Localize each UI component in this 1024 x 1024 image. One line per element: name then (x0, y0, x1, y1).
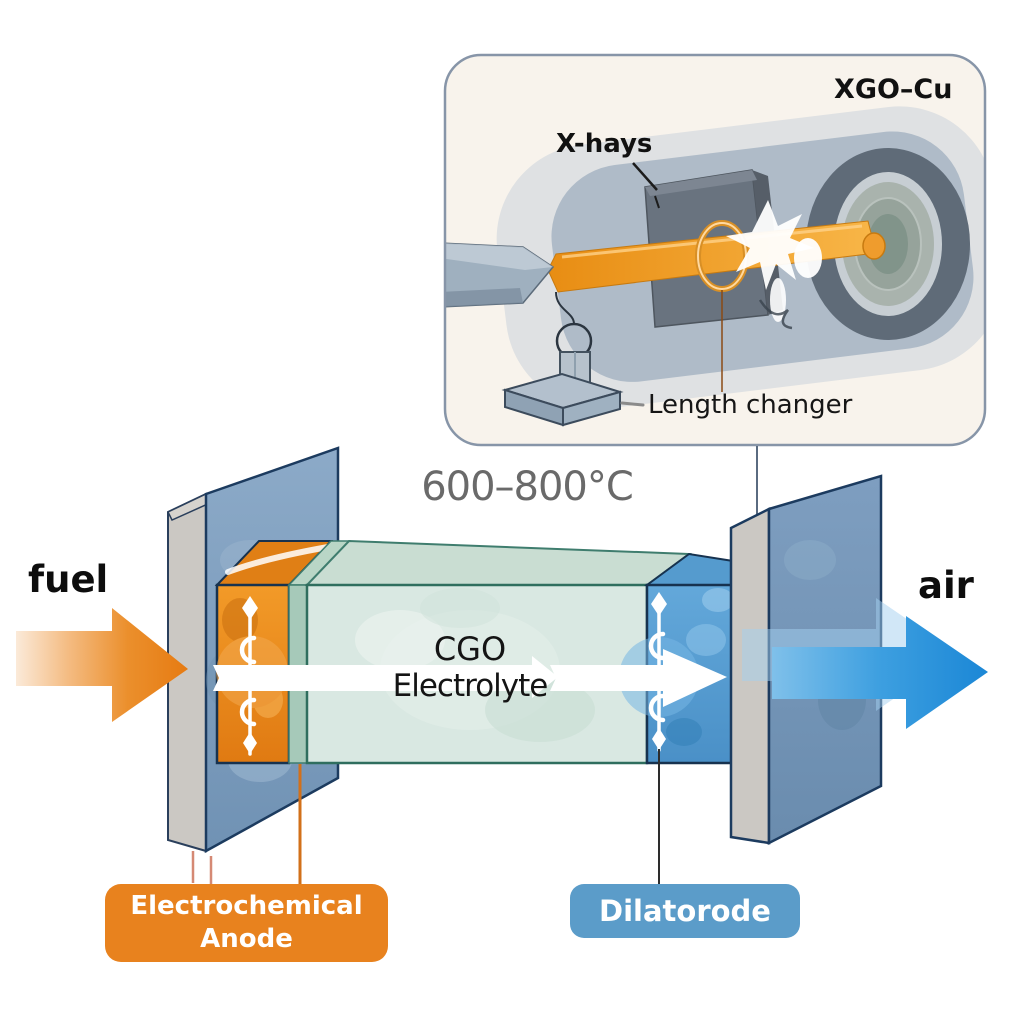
length-changer-dash (620, 401, 645, 407)
anode-callout-line1: Electrochemical (130, 891, 363, 921)
xray-pointer-tip (654, 195, 660, 209)
temperature-label: 600–800°C (421, 464, 634, 510)
cylinder-lens-inner (868, 214, 908, 274)
texture-blob (686, 624, 726, 656)
splash-drip (770, 278, 786, 322)
cathode-callout-box: Dilatorode (570, 884, 800, 938)
air-label: air (918, 564, 974, 607)
fuel-label: fuel (28, 558, 109, 601)
texture-blob (702, 588, 734, 612)
beam-highlight (561, 224, 863, 259)
fuel-arrow (16, 608, 188, 722)
detector-cylinder (806, 148, 970, 340)
flow-arrow-right (550, 649, 727, 707)
texture-blob (420, 588, 500, 628)
probe-top-facet (445, 243, 553, 270)
air-arrow (772, 616, 988, 729)
xray-label: X-hays (556, 129, 653, 159)
splash-blob (794, 238, 822, 278)
holder-splash (726, 200, 822, 322)
sample-block-top (645, 170, 757, 196)
texture-blob (784, 540, 836, 580)
splash-star (726, 200, 814, 290)
pedestal-front-right (562, 390, 621, 427)
electrolyte-label-line2: Electrolyte (392, 668, 549, 704)
probe-bottom-facet (445, 288, 523, 307)
anode-callout-box: Electrochemical Anode (105, 884, 388, 962)
beam-spot (862, 232, 886, 260)
electrolyte-label-line1: CGO (433, 630, 507, 668)
xray-source-probe (445, 242, 555, 308)
electrolyte-top (304, 539, 692, 586)
wire-squiggle (758, 299, 793, 330)
gas-flow-arrows (213, 649, 727, 707)
anode-top-highlight (225, 544, 331, 575)
electrolyte-label: CGO Electrolyte (350, 630, 590, 705)
xray-pointer-line (632, 162, 658, 191)
length-changer-assembly (501, 291, 624, 427)
cathode-callout-label: Dilatorode (599, 894, 771, 928)
xray-beam (547, 220, 886, 293)
texture-blob (485, 678, 595, 742)
electrolyte-texture (355, 588, 595, 742)
inset-border (443, 53, 987, 447)
xray-apparatus (445, 106, 985, 427)
texture-blob (355, 610, 445, 670)
inset-panel (443, 53, 987, 447)
length-changer-label: Length changer (648, 390, 853, 420)
texture-blob (666, 718, 702, 746)
hanging-wire (555, 291, 575, 325)
flow-arrow-left (213, 656, 558, 698)
inset-title: XGO–Cu (834, 74, 953, 105)
anode-callout-line2: Anode (200, 924, 293, 954)
